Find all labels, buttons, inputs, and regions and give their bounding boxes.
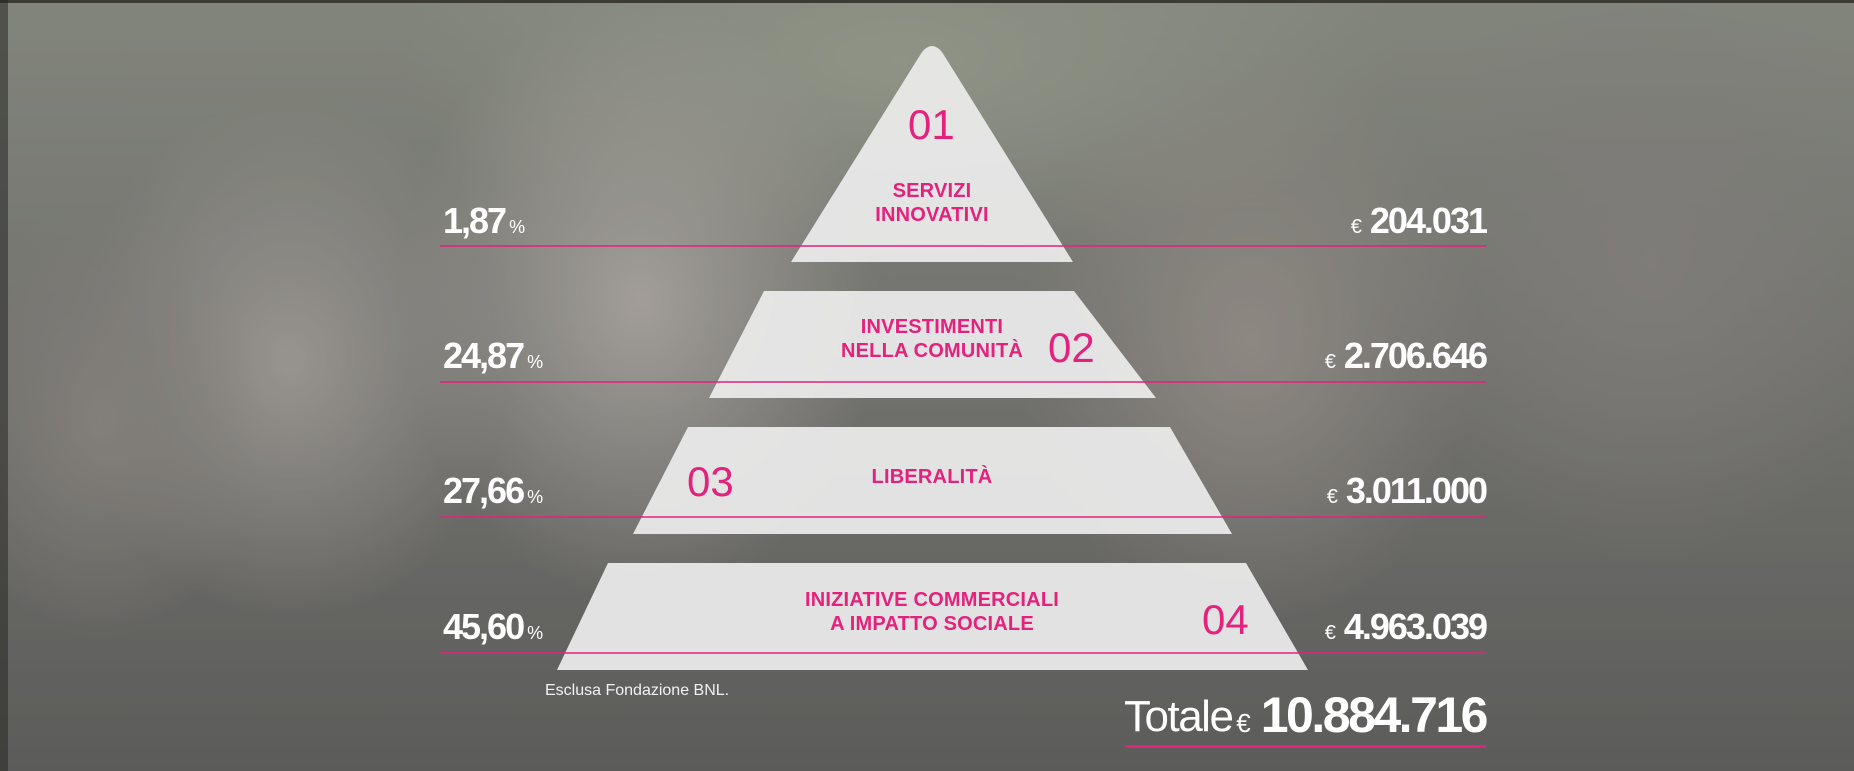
percent-3-symbol: % bbox=[527, 487, 544, 507]
amount-4: €4.963.039 bbox=[1324, 606, 1488, 648]
total-currency: € bbox=[1236, 708, 1251, 738]
amount-3-value: 3.011.000 bbox=[1345, 470, 1488, 511]
amount-2-currency: € bbox=[1324, 351, 1336, 373]
amount-2-value: 2.706.646 bbox=[1343, 335, 1488, 376]
percent-1-symbol: % bbox=[509, 217, 526, 237]
amount-2: €2.706.646 bbox=[1324, 335, 1488, 377]
tier-label-3: LIBERALITÀ bbox=[832, 465, 1032, 489]
tier-label-1: SERVIZI INNOVATIVI bbox=[832, 179, 1032, 227]
tier-label-1-line1: SERVIZI bbox=[892, 180, 972, 202]
total-underline bbox=[1125, 745, 1486, 748]
percent-2-value: 24,87 bbox=[443, 335, 525, 376]
percent-1: 1,87% bbox=[443, 200, 525, 242]
percent-2: 24,87% bbox=[443, 335, 543, 377]
tier-label-4-line2: A IMPATTO SOCIALE bbox=[830, 613, 1034, 635]
tier-label-4-line1: INIZIATIVE COMMERCIALI bbox=[804, 589, 1060, 611]
percent-3-value: 27,66 bbox=[443, 470, 525, 511]
percent-3: 27,66% bbox=[443, 470, 543, 512]
amount-1-value: 204.031 bbox=[1369, 200, 1488, 241]
percent-4-symbol: % bbox=[527, 623, 544, 643]
percent-1-value: 1,87 bbox=[443, 200, 507, 241]
percent-2-symbol: % bbox=[527, 352, 544, 372]
amount-1: €204.031 bbox=[1350, 200, 1488, 242]
pyramid-tier-4 bbox=[557, 563, 1308, 670]
tier-number-2: 02 bbox=[1048, 324, 1095, 371]
tier-number-4: 04 bbox=[1202, 596, 1249, 643]
tier-label-4: INIZIATIVE COMMERCIALI A IMPATTO SOCIALE bbox=[782, 588, 1082, 636]
pyramid-tier-1 bbox=[791, 46, 1073, 262]
tier-number-3: 03 bbox=[687, 458, 734, 505]
tier-label-2-line1: INVESTIMENTI bbox=[860, 316, 1004, 338]
amount-4-currency: € bbox=[1324, 622, 1336, 644]
tier-label-2-line2: NELLA COMUNITÀ bbox=[840, 340, 1024, 362]
footnote: Esclusa Fondazione BNL. bbox=[545, 682, 730, 699]
percent-4: 45,60% bbox=[443, 606, 543, 648]
amount-3-currency: € bbox=[1326, 486, 1338, 508]
pyramid-tier-3 bbox=[633, 427, 1232, 534]
amount-4-value: 4.963.039 bbox=[1343, 606, 1488, 647]
total-label: Totale bbox=[1124, 692, 1234, 741]
tier-label-2: INVESTIMENTI NELLA COMUNITÀ bbox=[812, 315, 1052, 363]
percent-4-value: 45,60 bbox=[443, 606, 525, 647]
tier-number-1: 01 bbox=[908, 101, 955, 148]
amount-1-currency: € bbox=[1350, 216, 1362, 238]
left-border bbox=[0, 0, 8, 771]
tier-label-1-line2: INNOVATIVI bbox=[875, 204, 989, 226]
pyramid-tier-2 bbox=[709, 291, 1156, 398]
amount-3: €3.011.000 bbox=[1326, 470, 1488, 512]
total-value: 10.884.716 bbox=[1260, 687, 1489, 743]
total-amount: €10.884.716 bbox=[1236, 686, 1489, 744]
tier-label-3-line1: LIBERALITÀ bbox=[871, 466, 993, 488]
top-border bbox=[0, 0, 1854, 3]
